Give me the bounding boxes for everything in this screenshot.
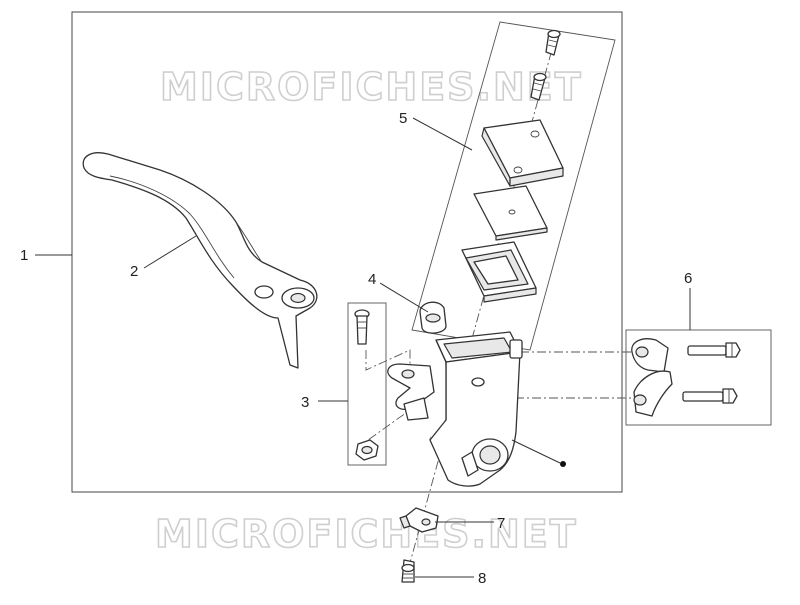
callout-3: 3 bbox=[301, 394, 309, 411]
reservoir-screw-upper bbox=[545, 29, 561, 56]
leader-5 bbox=[412, 117, 473, 151]
reservoir-cap bbox=[481, 119, 564, 187]
clamp-group-frame bbox=[625, 329, 772, 426]
watermark-top: MICROFICHES.NET bbox=[160, 65, 583, 109]
pivot-nut bbox=[355, 439, 379, 461]
callout-8: 8 bbox=[478, 570, 486, 587]
callout-6: 6 bbox=[684, 270, 692, 287]
assembly-frame bbox=[71, 11, 623, 493]
handlebar-clamp-upper bbox=[631, 338, 669, 373]
fastener-group-frame bbox=[347, 302, 387, 466]
switch-screw bbox=[401, 559, 415, 583]
leader-body bbox=[511, 439, 561, 464]
reservoir-group-frame bbox=[411, 21, 616, 351]
reservoir-screw-lower bbox=[530, 72, 547, 101]
reservoir-diaphragm bbox=[461, 241, 537, 303]
brake-light-switch bbox=[399, 507, 439, 533]
master-cylinder-body bbox=[387, 331, 523, 487]
watermark-bottom: MICROFICHES.NET bbox=[155, 512, 578, 556]
axis-line-fastener bbox=[365, 349, 411, 441]
handlebar-clamp-lower bbox=[633, 370, 673, 417]
callout-5: 5 bbox=[399, 110, 407, 127]
brake-lever bbox=[82, 152, 318, 369]
leader-2 bbox=[143, 235, 197, 269]
clamp-bolt-upper bbox=[687, 342, 741, 358]
callout-1: 1 bbox=[20, 247, 28, 264]
callout-4: 4 bbox=[368, 271, 376, 288]
reservoir-gasket bbox=[473, 185, 548, 241]
clamp-bolt-lower bbox=[682, 388, 738, 404]
pivot-bolt bbox=[354, 309, 370, 345]
callout-2: 2 bbox=[130, 263, 138, 280]
leader-4 bbox=[379, 282, 429, 313]
callout-7: 7 bbox=[497, 515, 505, 532]
rubber-plug bbox=[419, 301, 447, 334]
assembly-reference-dot bbox=[560, 461, 566, 467]
